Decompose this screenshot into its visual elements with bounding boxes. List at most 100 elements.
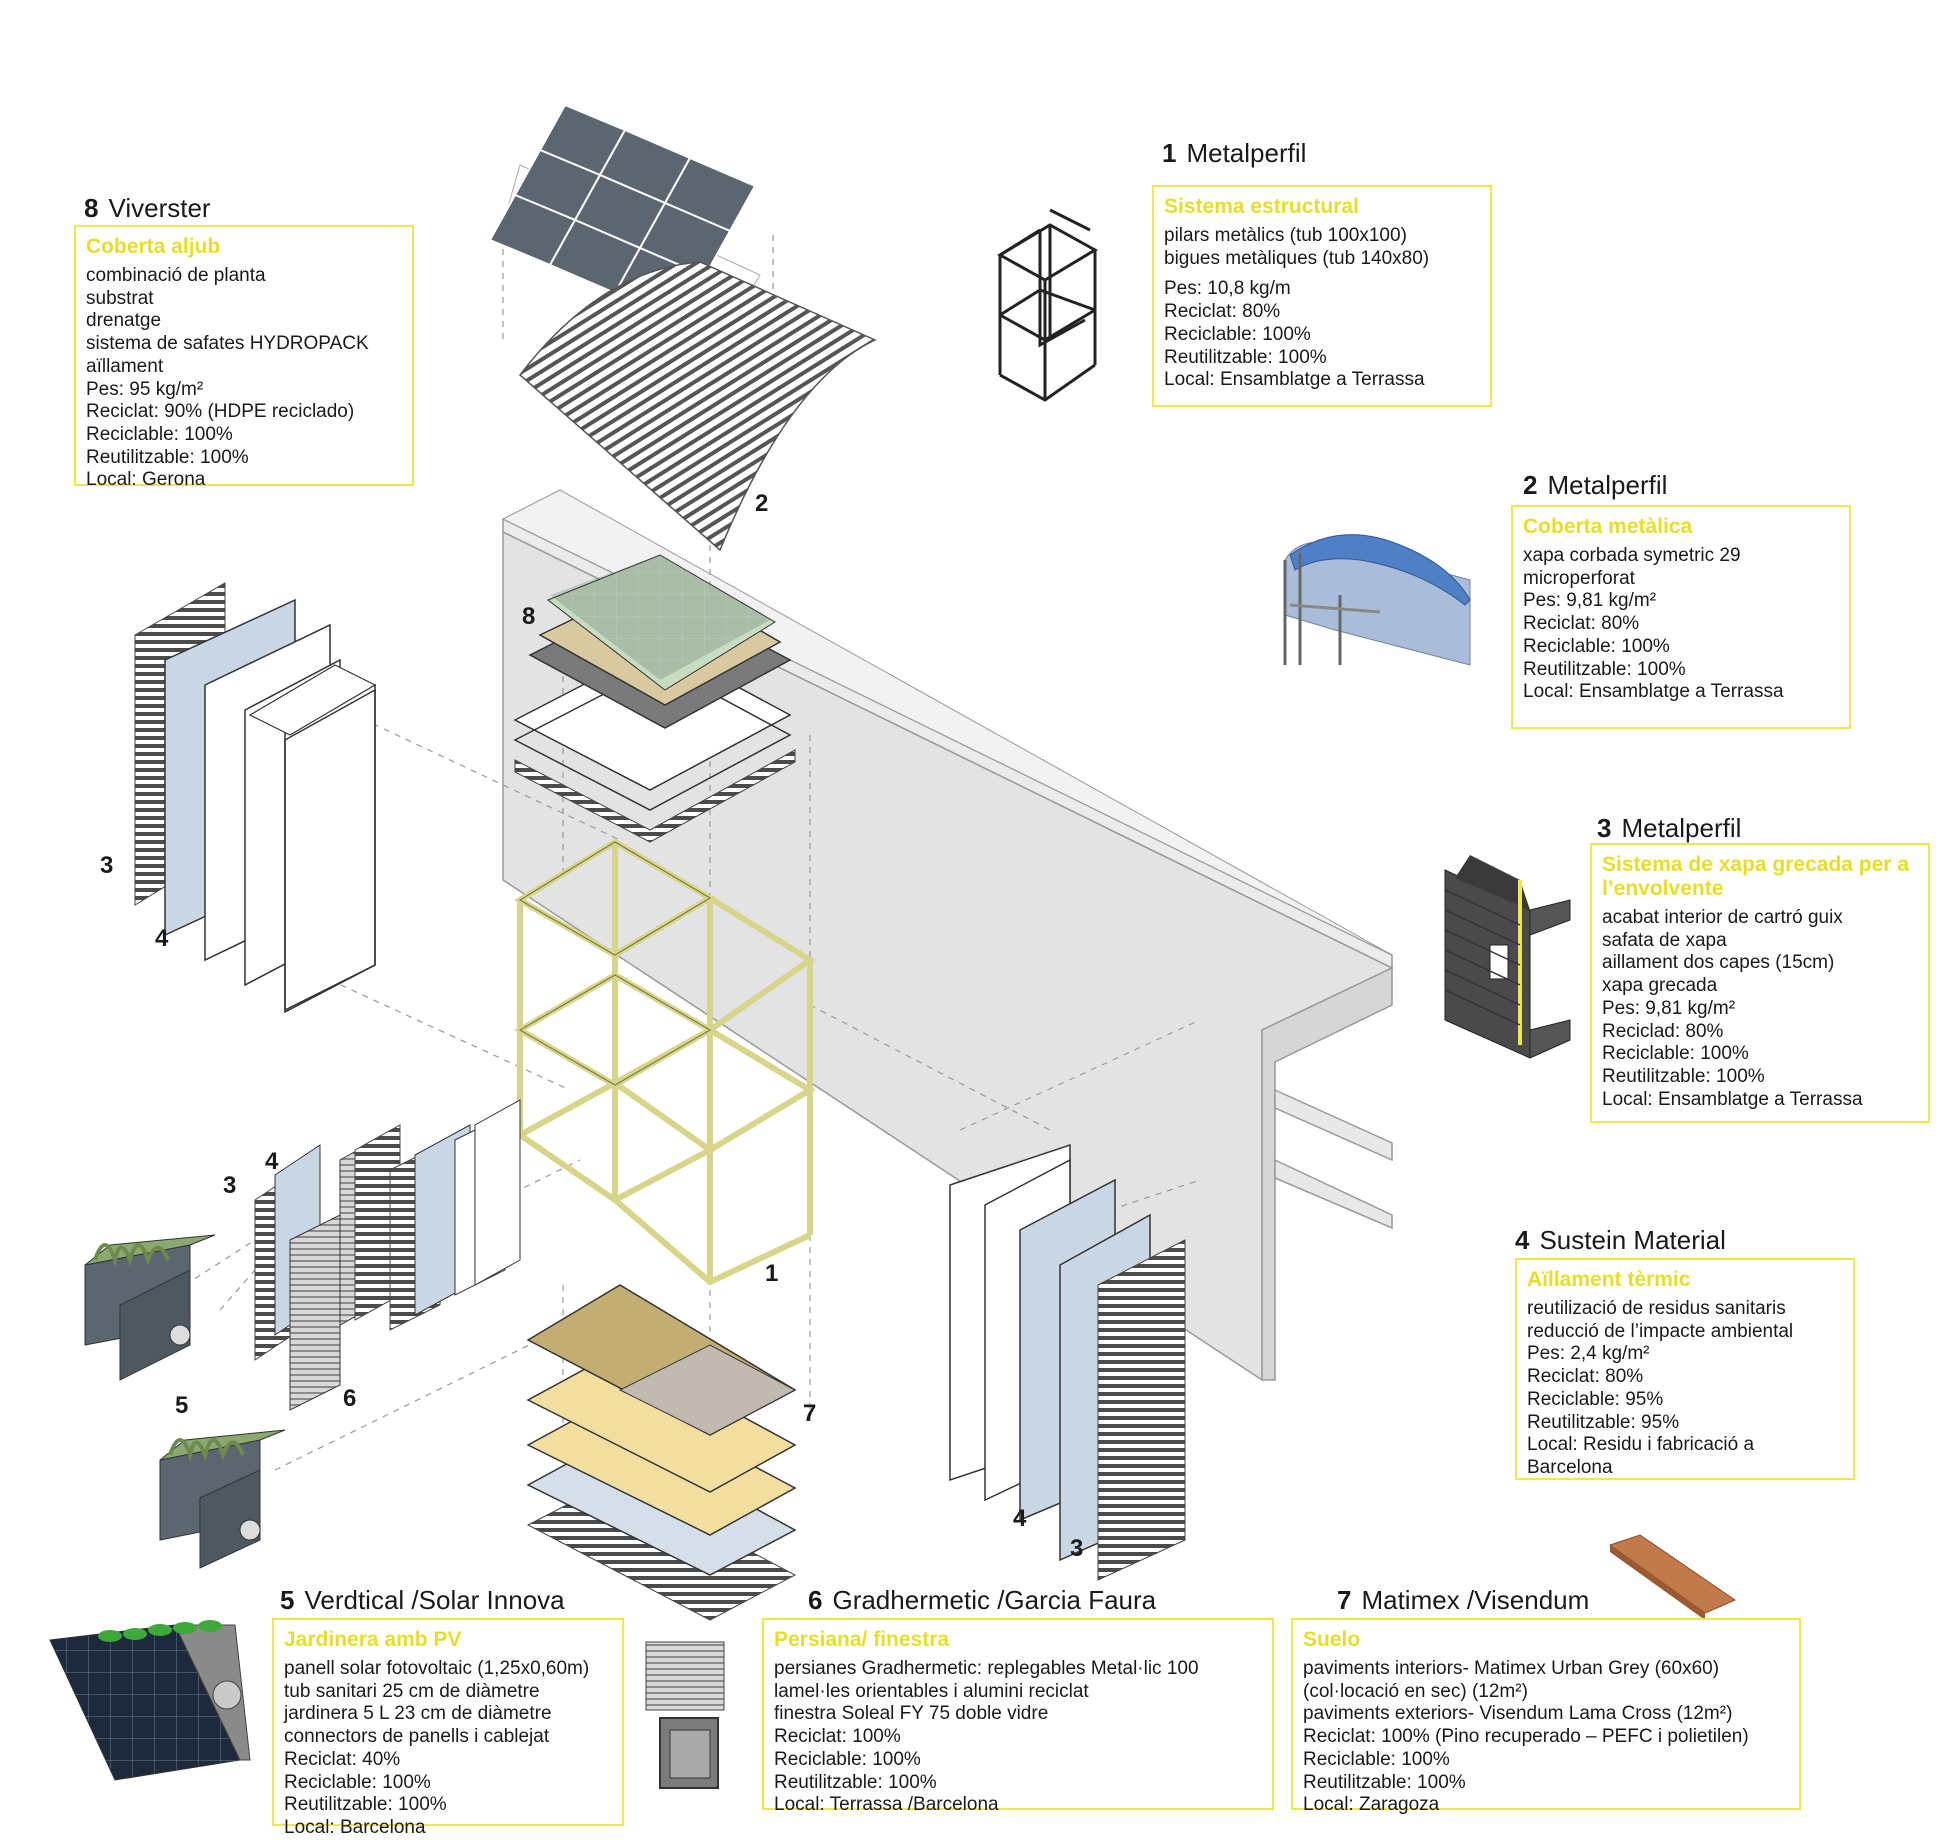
- diagram-label-1: 1: [765, 1260, 779, 1287]
- diagram-label-3a: 3: [100, 852, 114, 879]
- card-4-stat-5: Barcelona: [1527, 1456, 1613, 1478]
- facade-shutters-window: [254, 1099, 521, 1411]
- left-wall-assembly: [134, 582, 377, 1014]
- card-8-stat-1: Reciclat: 90% (HDPE reciclado): [86, 401, 355, 423]
- planter-modules: [84, 1234, 286, 1569]
- card-3-stat-4: Local: Ensamblatge a Terrassa: [1602, 1088, 1863, 1110]
- card-2-desc-1: microperforat: [1523, 567, 1635, 589]
- card-5-verdtical: Jardinera amb PV panell solar fotovoltai…: [272, 1618, 624, 1838]
- card-8-stat-3: Reutilitzable: 100%: [86, 446, 249, 468]
- card-8-desc-0: combinació de planta: [86, 265, 266, 286]
- card-4-sustein: Aïllament tèrmic reutilizació de residus…: [1515, 1258, 1855, 1480]
- card-8-subtitle: Coberta aljub: [86, 235, 221, 258]
- card-5-desc-2: jardinera 5 L 23 cm de diàmetre: [284, 1703, 552, 1725]
- card-2-stat-0: Pes: 9,81 kg/m²: [1523, 590, 1657, 612]
- card-5-stat-2: Reutilitzable: 100%: [284, 1794, 447, 1816]
- diagram-label-8: 8: [522, 603, 536, 630]
- diagram-label-4a: 4: [155, 925, 169, 952]
- curved-metal-roof: [518, 261, 877, 552]
- diagram-label-4c: 4: [1013, 1505, 1027, 1532]
- card-5-desc-3: connectors de panells i cablejat: [284, 1726, 550, 1748]
- card-6-subtitle: Persiana/ finestra: [774, 1628, 950, 1651]
- pv-planter-thumbnail: [49, 1620, 251, 1781]
- card-2-desc-0: xapa corbada symetric 29: [1523, 545, 1741, 566]
- card-6-stat-2: Reutilitzable: 100%: [774, 1771, 937, 1793]
- card-6-stat-0: Reciclat: 100%: [774, 1726, 901, 1748]
- card-2-stat-2: Reciclable: 100%: [1523, 635, 1670, 657]
- card-8-viverster: Coberta aljub combinació de planta subst…: [74, 225, 414, 490]
- frame-thumbnail: [997, 208, 1098, 402]
- card-6-stat-1: Reciclable: 100%: [774, 1748, 921, 1770]
- card-2-metalperfil: Coberta metàlica xapa corbada symetric 2…: [1511, 505, 1851, 729]
- wood-plank-thumbnail: [1608, 1534, 1737, 1620]
- card-1-desc-1: bigues metàliques (tub 140x80): [1164, 247, 1430, 269]
- card-3-desc-2: aillament dos capes (15cm): [1602, 952, 1835, 974]
- card-1-metalperfil: Sistema estructural pilars metàlics (tub…: [1152, 185, 1492, 407]
- diagram-label-2: 2: [755, 490, 769, 517]
- card-6-desc-1: lamel·les orientables i alumini reciclat: [774, 1680, 1089, 1702]
- shutter-window-thumbnail: [645, 1641, 725, 1789]
- card-3-stat-2: Reciclable: 100%: [1602, 1043, 1749, 1065]
- card-3-stat-1: Reciclad: 80%: [1602, 1020, 1724, 1042]
- roof-thumbnail: [1283, 534, 1471, 666]
- card-7-subtitle: Suelo: [1303, 1628, 1361, 1651]
- right-wall-assembly: [949, 1143, 1186, 1581]
- card-2-stat-4: Local: Ensamblatge a Terrassa: [1523, 681, 1784, 703]
- card-7-stat-2: Reutilitzable: 100%: [1303, 1771, 1466, 1793]
- card-1-stat-2: Reciclable: 100%: [1164, 323, 1311, 345]
- card-6-desc-2: finestra Soleal FY 75 doble vidre: [774, 1703, 1049, 1725]
- card-1-stat-1: Reciclat: 80%: [1164, 301, 1281, 323]
- card-3-stat-3: Reutilitzable: 100%: [1602, 1065, 1765, 1087]
- card-5-stat-3: Local: Barcelona: [284, 1816, 426, 1838]
- diagram-label-3b: 3: [223, 1172, 237, 1199]
- card-3-subtitle: Sistema de xapa grecada per a l’envolven…: [1602, 853, 1909, 900]
- card-4-subtitle: Aïllament tèrmic: [1527, 1268, 1691, 1291]
- card-6-gradhermetic: Persiana/ finestra persianes Gradhermeti…: [762, 1618, 1274, 1815]
- card-4-stat-1: Reciclat: 80%: [1527, 1366, 1644, 1388]
- card-7-matimex: Suelo paviments interiors- Matimex Urban…: [1291, 1618, 1801, 1815]
- diagram-label-7: 7: [803, 1400, 817, 1427]
- card-8-stat-2: Reciclable: 100%: [86, 423, 233, 445]
- card-5-desc-0: panell solar fotovoltaic (1,25x0,60m): [284, 1658, 590, 1679]
- card-8-desc-1: substrat: [86, 287, 154, 309]
- card-1-desc-0: pilars metàlics (tub 100x100): [1164, 225, 1407, 246]
- card-4-stat-4: Local: Residu i fabricació a: [1527, 1434, 1755, 1456]
- card-7-desc-2: paviments exteriors- Visendum Lama Cross…: [1303, 1703, 1733, 1725]
- card-2-stat-1: Reciclat: 80%: [1523, 613, 1640, 635]
- diagram-label-4b: 4: [265, 1148, 279, 1175]
- card-4-stat-2: Reciclable: 95%: [1527, 1388, 1664, 1410]
- card-3-stat-0: Pes: 9,81 kg/m²: [1602, 997, 1736, 1019]
- card-3-metalperfil: Sistema de xapa grecada per a l’envolven…: [1590, 843, 1930, 1123]
- card-7-desc-1: (col·locació en sec) (12m²): [1303, 1680, 1528, 1702]
- card-8-stat-0: Pes: 95 kg/m²: [86, 378, 204, 400]
- diagram-label-6: 6: [343, 1385, 357, 1412]
- card-1-stat-0: Pes: 10,8 kg/m: [1164, 278, 1291, 300]
- card-5-desc-1: tub sanitari 25 cm de diàmetre: [284, 1680, 540, 1702]
- diagram-label-5: 5: [175, 1392, 189, 1419]
- card-5-stat-0: Reciclat: 40%: [284, 1748, 401, 1770]
- card-4-desc-0: reutilizació de residus sanitaris: [1527, 1298, 1786, 1319]
- card-7-stat-3: Local: Zaragoza: [1303, 1794, 1440, 1816]
- card-2-subtitle: Coberta metàlica: [1523, 515, 1693, 538]
- card-5-stat-1: Reciclable: 100%: [284, 1771, 431, 1793]
- card-1-stat-3: Reutilitzable: 100%: [1164, 346, 1327, 368]
- card-1-subtitle: Sistema estructural: [1164, 195, 1359, 218]
- floor-layers: [526, 1284, 797, 1621]
- card-2-stat-3: Reutilitzable: 100%: [1523, 658, 1686, 680]
- card-7-stat-0: Reciclat: 100% (Pino recuperado – PEFC i…: [1303, 1726, 1749, 1748]
- wall-panel-thumbnail: [1444, 855, 1571, 1059]
- diagram-label-3c: 3: [1070, 1535, 1084, 1562]
- card-4-desc-1: reducció de l’impacte ambiental: [1527, 1320, 1794, 1342]
- card-5-subtitle: Jardinera amb PV: [284, 1628, 462, 1651]
- card-8-desc-2: drenatge: [86, 310, 162, 332]
- card-1-stat-4: Local: Ensamblatge a Terrassa: [1164, 369, 1425, 391]
- card-6-desc-0: persianes Gradhermetic: replegables Meta…: [774, 1658, 1199, 1679]
- card-6-stat-3: Local: Terrassa /Barcelona: [774, 1794, 999, 1816]
